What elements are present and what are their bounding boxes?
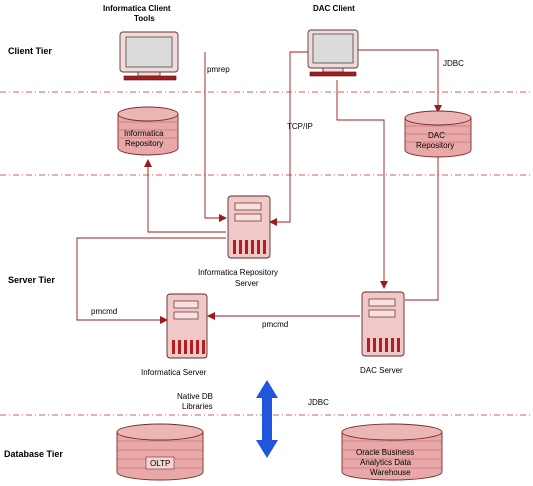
pmcmd-left-label: pmcmd bbox=[91, 307, 117, 316]
pmcmd-mid-label: pmcmd bbox=[262, 320, 288, 329]
oltp-label: OLTP bbox=[150, 459, 170, 468]
server-tier-label: Server Tier bbox=[8, 275, 55, 285]
dac-server-label: DAC Server bbox=[360, 366, 403, 375]
informatica-client-title-line1: Informatica Client bbox=[103, 4, 171, 13]
jdbc-client-connector bbox=[350, 49, 442, 113]
informatica-repository-server-icon bbox=[227, 195, 271, 259]
pmcmd-left-connector bbox=[76, 237, 226, 324]
warehouse-label-line3: Warehouse bbox=[370, 468, 411, 477]
client-tier-label: Client Tier bbox=[8, 46, 52, 56]
database-tier-label: Database Tier bbox=[4, 449, 63, 459]
repository-server-label-line1: Informatica Repository bbox=[198, 268, 278, 277]
repo-server-to-repository-connector bbox=[144, 159, 226, 233]
double-arrow-icon bbox=[256, 380, 278, 458]
dac-client-title: DAC Client bbox=[313, 4, 355, 13]
native-db-label-line1: Native DB bbox=[177, 392, 213, 401]
informatica-client-title-line2: Tools bbox=[134, 14, 155, 23]
oltp-database-cylinder-icon bbox=[116, 423, 204, 481]
repository-server-label-line2: Server bbox=[235, 279, 259, 288]
dac-repository-cylinder-icon bbox=[404, 110, 472, 158]
informatica-server-label: Informatica Server bbox=[141, 368, 207, 377]
jdbc-db-label: JDBC bbox=[308, 398, 329, 407]
dac-client-to-server-connector bbox=[336, 80, 388, 289]
native-db-label-line2: Libraries bbox=[182, 402, 213, 411]
dac-server-icon bbox=[361, 291, 405, 357]
jdbc-client-label: JDBC bbox=[443, 59, 464, 68]
dac-repository-label-line1: DAC bbox=[428, 131, 445, 140]
dac-server-to-repository-connector bbox=[405, 154, 439, 301]
dac-repository-label-line2: Repository bbox=[416, 141, 454, 150]
tcpip-connector bbox=[269, 51, 308, 226]
pmrep-label: pmrep bbox=[207, 65, 230, 74]
warehouse-label-line1: Oracle Business bbox=[356, 448, 414, 457]
dac-client-monitor-icon bbox=[307, 29, 359, 77]
informatica-repository-label-line1: Informatica bbox=[124, 129, 164, 138]
informatica-repository-label-line2: Repository bbox=[125, 139, 163, 148]
warehouse-database-cylinder-icon bbox=[341, 423, 443, 481]
informatica-repository-cylinder-icon bbox=[117, 106, 179, 156]
pmrep-connector bbox=[204, 52, 227, 222]
warehouse-label-line2: Analytics Data bbox=[360, 458, 412, 467]
informatica-server-icon bbox=[166, 293, 208, 359]
informatica-client-monitor-icon bbox=[119, 31, 179, 81]
tcpip-label: TCP/IP bbox=[287, 122, 313, 131]
